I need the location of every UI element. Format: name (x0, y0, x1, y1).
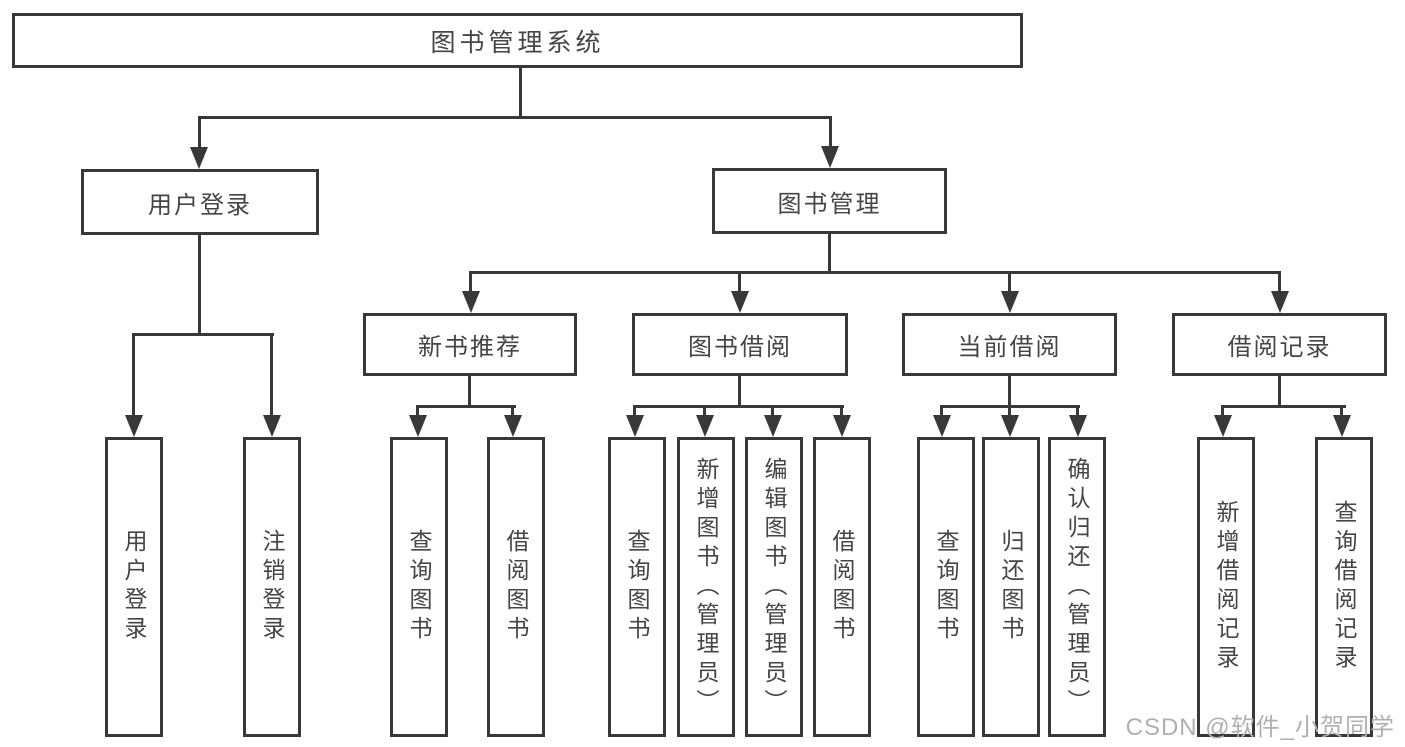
arrow-down-icon (1001, 415, 1019, 437)
connector-line (738, 271, 741, 293)
connector-line (1076, 405, 1079, 417)
arrow-down-icon (1069, 415, 1087, 437)
leaf-query-borrow-record: 查询借阅记录 (1315, 437, 1373, 737)
connector-line (829, 116, 832, 149)
arrow-down-icon (409, 415, 427, 437)
node-book-borrowing: 图书借阅 (632, 313, 848, 376)
arrow-down-icon (731, 291, 749, 313)
connector-line (738, 375, 741, 407)
arrow-down-icon (833, 415, 851, 437)
node-root: 图书管理系统 (12, 13, 1023, 68)
leaf-confirm-return-admin: 确认归还（管理员） (1048, 437, 1106, 737)
leaf-borrow-books-recommend: 借阅图书 (487, 437, 545, 737)
arrow-down-icon (462, 291, 480, 313)
arrow-down-icon (764, 415, 782, 437)
node-borrowing-records: 借阅记录 (1172, 313, 1387, 376)
connector-line (1008, 271, 1011, 293)
node-book-management: 图书管理 (712, 168, 947, 234)
connector-line (840, 405, 843, 417)
arrow-down-icon (933, 415, 951, 437)
leaf-borrow-books: 借阅图书 (813, 437, 871, 737)
arrow-down-icon (190, 147, 208, 169)
connector-line (469, 271, 472, 293)
arrow-down-icon (626, 415, 644, 437)
connector-line (940, 405, 943, 417)
connector-line (1221, 405, 1346, 408)
connector-line (633, 405, 844, 408)
connector-line (1278, 376, 1281, 407)
connector-line (1221, 405, 1224, 417)
connector-line (633, 405, 636, 417)
connector-line (468, 376, 471, 407)
connector-line (1008, 405, 1011, 417)
leaf-add-borrow-record: 新增借阅记录 (1197, 437, 1255, 737)
watermark: CSDN @软件_小贺同学 (1125, 714, 1395, 741)
leaf-logout: 注销登录 (243, 437, 301, 737)
connector-line (469, 271, 1281, 274)
connector-line (1008, 376, 1011, 407)
connector-line (198, 116, 832, 119)
node-user-login: 用户登录 (81, 169, 319, 235)
arrow-down-icon (1001, 291, 1019, 313)
connector-line (416, 405, 516, 408)
leaf-query-books-borrowing: 查询图书 (608, 437, 666, 737)
arrow-down-icon (1271, 291, 1289, 313)
arrow-down-icon (821, 146, 839, 168)
connector-line (1340, 405, 1343, 417)
connector-line (198, 116, 201, 149)
connector-line (511, 405, 514, 417)
connector-line (519, 68, 522, 118)
connector-line (703, 405, 706, 417)
leaf-edit-books-admin: 编辑图书（管理员） (745, 437, 803, 737)
arrow-down-icon (1333, 415, 1351, 437)
connector-line (132, 333, 274, 336)
connector-line (416, 405, 419, 417)
connector-line (771, 405, 774, 417)
connector-line (270, 333, 273, 417)
leaf-query-books-recommend: 查询图书 (390, 437, 448, 737)
connector-line (1278, 271, 1281, 293)
leaf-user-login: 用户登录 (105, 437, 163, 737)
leaf-return-books: 归还图书 (982, 437, 1040, 737)
node-new-book-recommend: 新书推荐 (363, 313, 577, 376)
connector-line (132, 333, 135, 417)
connector-line (828, 234, 831, 273)
arrow-down-icon (125, 415, 143, 437)
arrow-down-icon (696, 415, 714, 437)
leaf-query-books-current: 查询图书 (917, 437, 975, 737)
node-current-borrowing: 当前借阅 (902, 313, 1117, 376)
arrow-down-icon (1214, 415, 1232, 437)
leaf-add-books-admin: 新增图书（管理员） (677, 437, 735, 737)
connector-line (198, 235, 201, 335)
arrow-down-icon (504, 415, 522, 437)
arrow-down-icon (263, 415, 281, 437)
